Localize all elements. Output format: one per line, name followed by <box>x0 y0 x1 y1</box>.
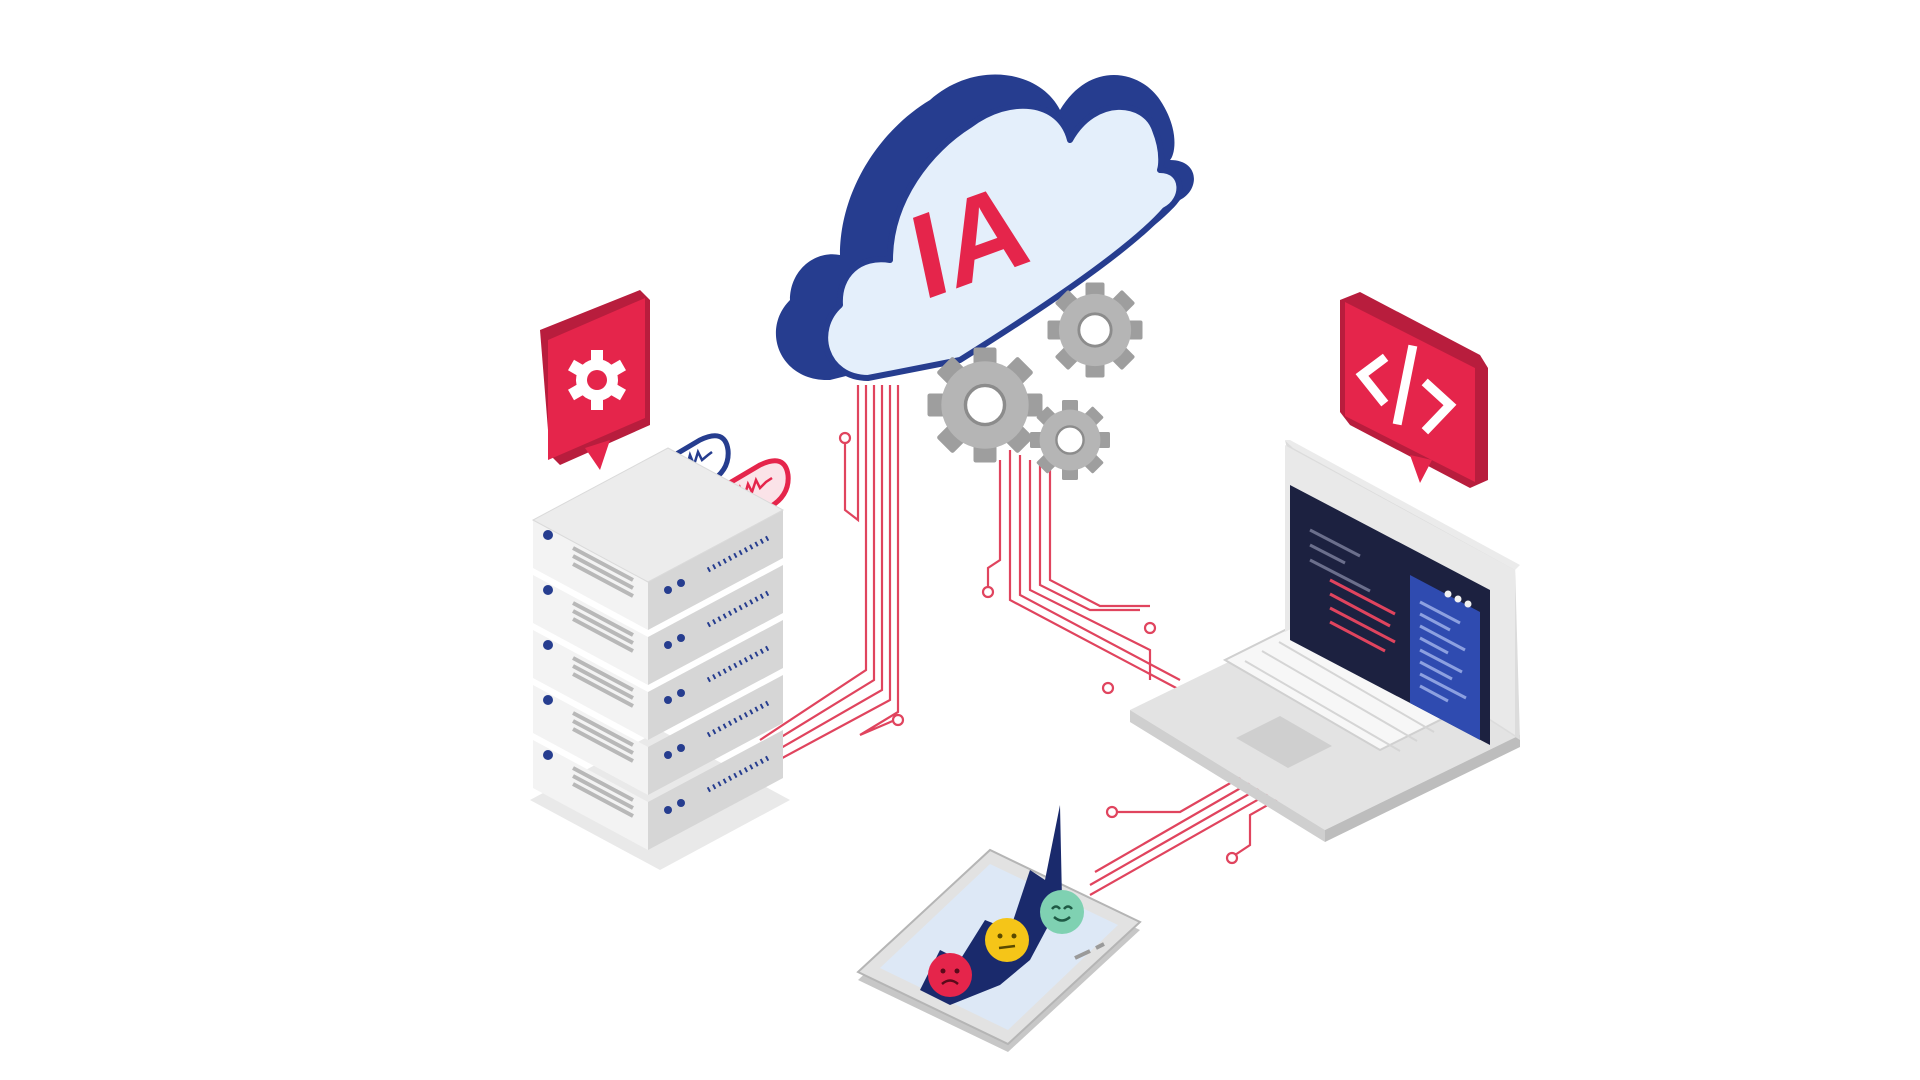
code-icon <box>1355 344 1457 435</box>
happy-face-icon <box>1040 890 1084 934</box>
server-rack-icon <box>530 447 790 870</box>
smartphone-icon <box>856 805 1142 1052</box>
cloud: IA <box>775 74 1194 381</box>
settings-badge <box>540 290 650 470</box>
angry-face-icon <box>928 953 972 997</box>
code-badge <box>1340 292 1488 488</box>
trend-chart <box>920 805 1062 1005</box>
neutral-face-icon <box>985 918 1029 962</box>
sentiment-faces <box>928 890 1084 997</box>
circuit-lines <box>759 385 1281 896</box>
gear-icon <box>568 350 626 410</box>
cloud-icon <box>775 74 1194 381</box>
laptop-icon <box>1130 440 1520 842</box>
